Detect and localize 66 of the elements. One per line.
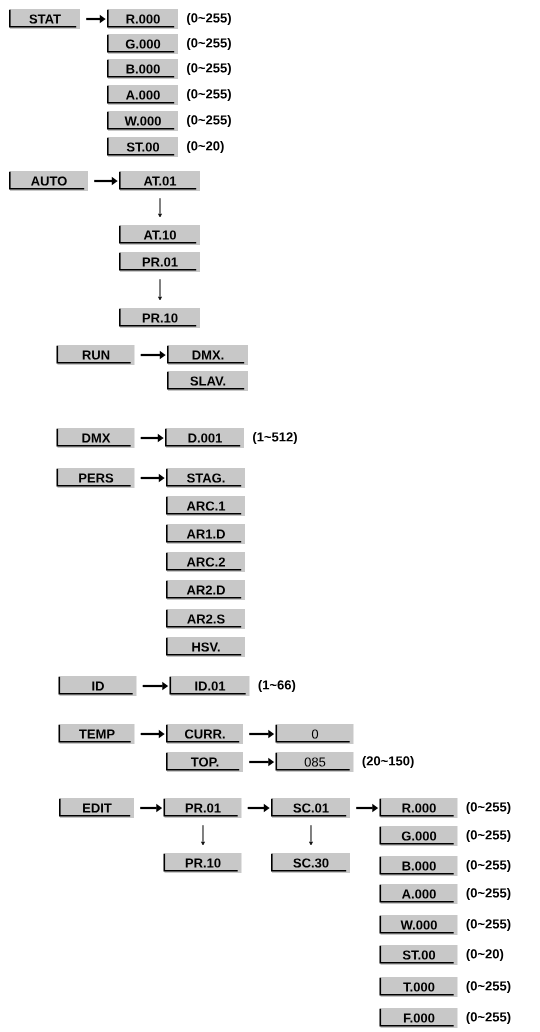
menu-box: RUN [56, 345, 135, 365]
menu-box: B.000 [107, 59, 178, 79]
menu-box: W.000 [379, 915, 458, 935]
menu-box: SC.01 [271, 798, 350, 818]
range-label: (0~255) [466, 829, 511, 843]
menu-box: F.000 [379, 1008, 458, 1028]
menu-box: ID [58, 676, 137, 696]
range-label: (1~512) [253, 431, 297, 445]
range-label: (0~255) [187, 114, 231, 128]
range-label: (0~255) [466, 918, 511, 932]
menu-box: G.000 [379, 826, 458, 846]
menu-box: HSV. [166, 637, 245, 657]
menu-box: SC.30 [271, 853, 350, 873]
menu-box: AR1.D [166, 524, 245, 544]
menu-box: 085 [275, 752, 354, 772]
range-label: (20~150) [362, 755, 414, 769]
range-label: (0~255) [187, 62, 231, 76]
menu-box: TEMP [58, 724, 135, 744]
menu-box: PR.01 [163, 798, 242, 818]
menu-box: AR2.D [166, 580, 245, 600]
menu-box: T.000 [379, 977, 458, 997]
range-label: (0~255) [466, 980, 511, 994]
range-label: (0~255) [187, 37, 231, 51]
menu-box: CURR. [166, 724, 243, 744]
menu-box: TOP. [166, 752, 243, 772]
menu-box: AUTO [9, 171, 88, 191]
menu-box: ARC.2 [166, 552, 245, 572]
menu-box: STAT [9, 9, 80, 29]
menu-box: AT.01 [119, 171, 200, 191]
menu-box: AR2.S [166, 609, 245, 629]
menu-box: EDIT [59, 798, 134, 818]
range-label: (0~255) [466, 887, 511, 901]
menu-box: R.000 [379, 798, 458, 818]
range-label: (0~255) [466, 859, 511, 873]
range-label: (0~255) [466, 1011, 511, 1025]
menu-box: STAG. [166, 468, 245, 488]
menu-box: A.000 [379, 884, 458, 904]
arrow [201, 824, 205, 846]
menu-box: AT.10 [119, 225, 200, 245]
range-label: (0~20) [187, 140, 224, 154]
menu-box: PERS [56, 468, 135, 488]
menu-box: 0 [275, 724, 354, 744]
menu-box: G.000 [107, 34, 178, 54]
arrow [309, 824, 313, 846]
arrow [158, 278, 162, 301]
menu-box: ST.00 [379, 945, 458, 965]
arrow [158, 197, 162, 218]
menu-box: PR.01 [119, 252, 200, 272]
menu-box: A.000 [107, 85, 178, 105]
range-label: (0~20) [466, 948, 504, 962]
menu-box: DMX [56, 428, 135, 448]
menu-box: D.001 [165, 428, 244, 448]
menu-box: ARC.1 [166, 496, 245, 516]
menu-box: PR.10 [163, 853, 242, 873]
menu-box: W.000 [107, 111, 178, 131]
menu-box: SLAV. [167, 371, 248, 391]
menu-box: DMX. [167, 345, 248, 365]
range-label: (1~66) [258, 679, 296, 693]
range-label: (0~255) [187, 88, 231, 102]
menu-box: ID.01 [169, 676, 250, 696]
menu-box: ST.00 [107, 137, 178, 157]
range-label: (0~255) [187, 12, 231, 26]
menu-box: B.000 [379, 856, 458, 876]
range-label: (0~255) [466, 801, 511, 815]
menu-box: PR.10 [119, 308, 200, 328]
menu-box: R.000 [107, 9, 178, 29]
